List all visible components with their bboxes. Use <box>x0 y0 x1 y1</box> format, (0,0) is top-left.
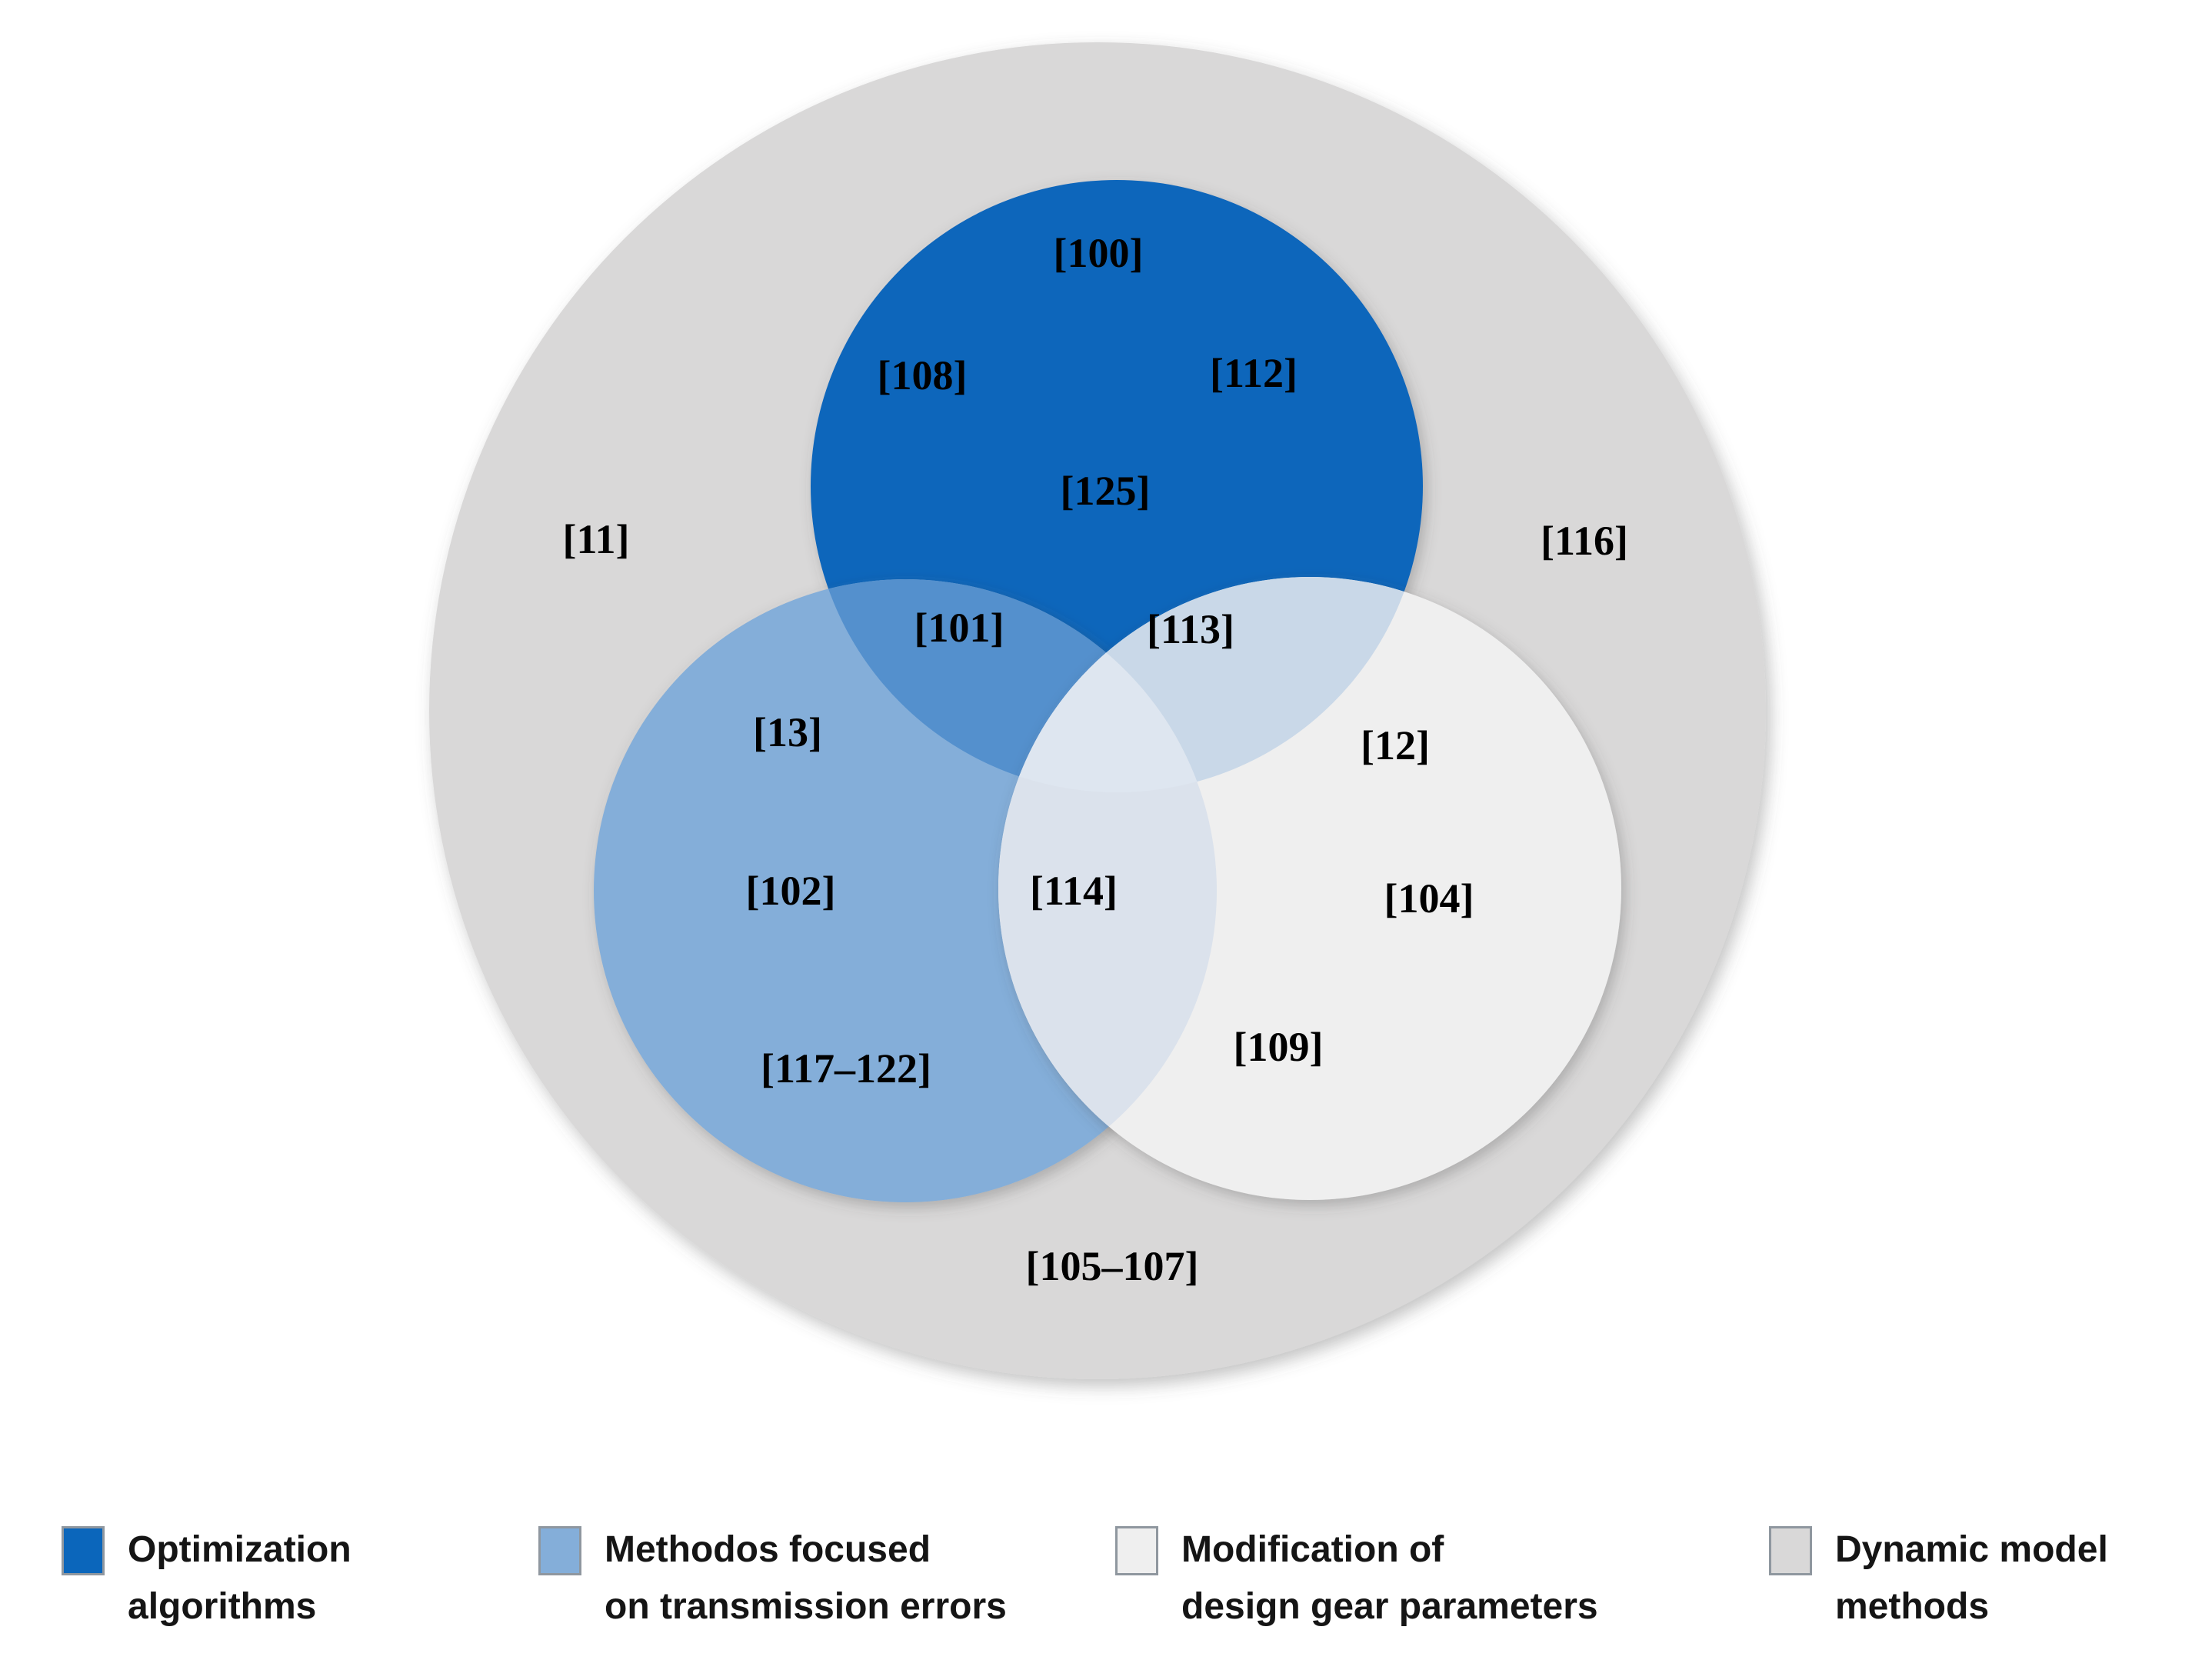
legend-swatch-transmission <box>538 1526 581 1575</box>
ref-label-11: [11] <box>562 516 630 562</box>
legend-label-optimization: Optimization algorithms <box>128 1522 351 1636</box>
ref-label-12: [12] <box>1361 722 1430 768</box>
legend-swatch-optimization <box>62 1526 105 1575</box>
ref-label-117-122: [117–122] <box>761 1045 931 1092</box>
legend-label-line: Optimization <box>128 1529 351 1570</box>
legend-label-line: Dynamic model <box>1835 1529 2108 1570</box>
ref-label-108: [108] <box>877 352 968 398</box>
legend-item-modification: Modification of design gear parameters <box>1115 1522 1598 1636</box>
ref-label-105-107: [105–107] <box>1025 1243 1199 1289</box>
legend-label-transmission: Methodos focused on transmission errors <box>605 1522 1007 1636</box>
ref-label-113: [113] <box>1147 606 1234 652</box>
ref-label-104: [104] <box>1384 875 1474 922</box>
overlap-center-triple <box>998 579 1217 792</box>
ref-label-101: [101] <box>914 605 1004 651</box>
legend-label-line: Modification of <box>1181 1529 1444 1570</box>
ref-label-102: [102] <box>745 868 836 914</box>
legend-item-optimization: Optimization algorithms <box>62 1522 351 1636</box>
ref-label-109: [109] <box>1233 1024 1324 1070</box>
ref-label-13: [13] <box>753 709 822 755</box>
ref-label-116: [116] <box>1541 518 1628 564</box>
legend-label-modification: Modification of design gear parameters <box>1181 1522 1598 1636</box>
legend-label-line: design gear parameters <box>1181 1586 1598 1628</box>
legend-item-transmission: Methodos focused on transmission errors <box>538 1522 1007 1636</box>
legend: Optimization algorithms Methodos focused… <box>0 1522 2192 1660</box>
ref-label-100: [100] <box>1053 230 1144 276</box>
ref-label-112: [112] <box>1210 350 1298 396</box>
legend-label-line: on transmission errors <box>605 1586 1007 1628</box>
legend-label-line: Methodos focused <box>605 1529 931 1570</box>
legend-swatch-dynamic <box>1769 1526 1812 1575</box>
legend-label-dynamic: Dynamic model methods <box>1835 1522 2108 1636</box>
ref-label-125: [125] <box>1060 468 1151 514</box>
legend-label-line: algorithms <box>128 1586 317 1628</box>
legend-item-dynamic: Dynamic model methods <box>1769 1522 2108 1636</box>
ref-label-114: [114] <box>1030 868 1118 914</box>
legend-swatch-modification <box>1115 1526 1158 1575</box>
legend-label-line: methods <box>1835 1586 1990 1628</box>
